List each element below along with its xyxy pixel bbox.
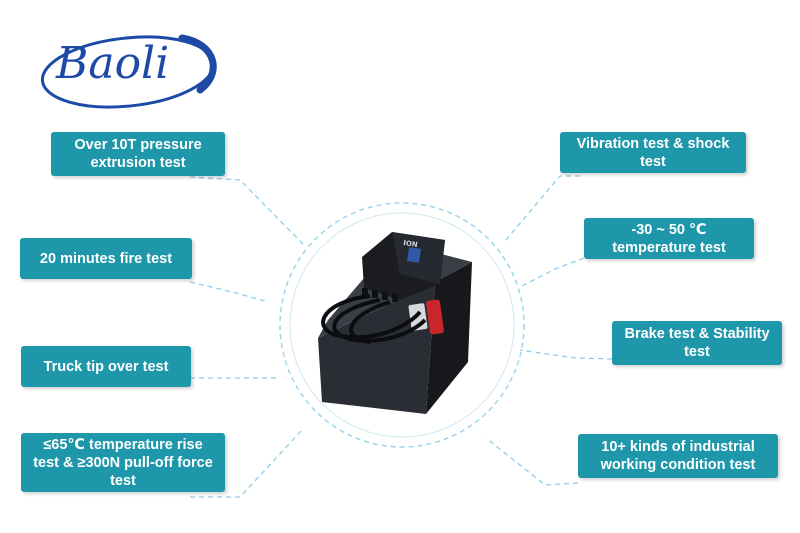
outer-dashed-circle — [279, 202, 525, 448]
ion-badge: ION — [403, 239, 419, 249]
line-temp-rise — [190, 429, 303, 498]
battery-image: ION — [318, 232, 472, 414]
line-industrial — [485, 437, 579, 486]
feature-temp-rise-label: ≤65℃ temperature rise test & ≥300N pull-… — [21, 433, 225, 492]
feature-tip-label: Truck tip over test — [21, 346, 191, 387]
line-fire — [189, 281, 266, 302]
inner-circle — [289, 212, 515, 438]
feature-temperature-label: -30 ~ 50 ℃ temperature test — [584, 218, 754, 259]
line-temperature — [519, 257, 585, 288]
baoli-logo — [40, 34, 217, 109]
feature-pressure-label: Over 10T pressure extrusion test — [51, 132, 225, 176]
feature-fire-label: 20 minutes fire test — [20, 238, 192, 279]
line-brake — [519, 349, 613, 360]
feature-industrial-label: 10+ kinds of industrial working conditio… — [578, 434, 778, 478]
line-vibration — [504, 175, 580, 242]
line-pressure — [189, 176, 304, 245]
feature-brake-label: Brake test & Stability test — [612, 321, 782, 365]
feature-vibration-label: Vibration test & shock test — [560, 132, 746, 173]
logo-text: Baoli — [56, 38, 170, 89]
